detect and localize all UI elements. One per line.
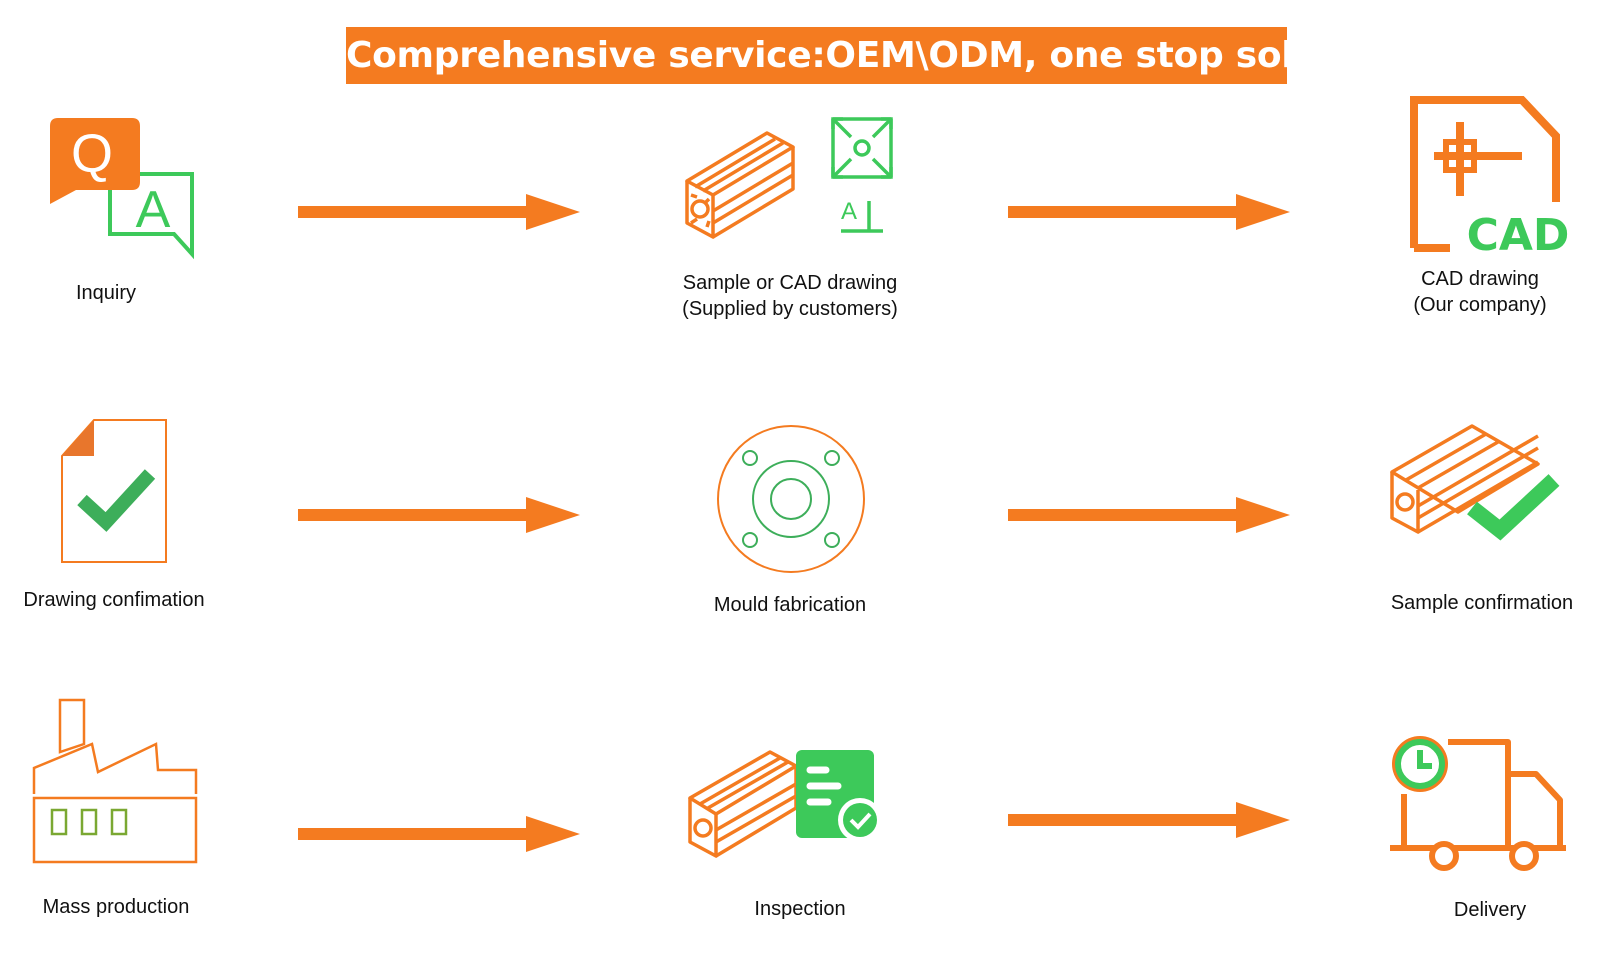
factory-icon [32,698,198,864]
label-delivery: Delivery [1453,899,1527,921]
svg-text:A: A [841,198,857,225]
arrow-right-icon [1008,194,1290,230]
measure-icon: A [831,117,893,233]
cad-document-icon: CAD [1410,96,1570,261]
label-sample: Sample or CAD drawing (Supplied by custo… [660,270,920,322]
svg-text:CAD: CAD [1467,210,1570,261]
label-inquiry: Inquiry [75,282,137,304]
aluminum-profile-icon [685,131,795,239]
label-inspection: Inspection [754,898,846,920]
arrow-right-icon [298,816,580,852]
label-cad-sub: (Our company) [1413,294,1547,316]
label-cad: CAD drawing (Our company) [1390,266,1570,318]
qa-chat-icon: Q A [50,118,194,260]
arrow-right-icon [1008,802,1290,838]
label-drawing-confirm: Drawing confimation [23,589,205,611]
label-sample-sub: (Supplied by customers) [682,298,898,320]
profile-check-icon [1390,424,1560,541]
label-mass: Mass production [42,896,190,918]
document-check-icon [61,419,167,563]
label-sample-confirm: Sample confirmation [1390,592,1574,614]
profile-report-icon [688,750,882,858]
label-sample-title: Sample or CAD drawing [682,272,898,294]
arrow-right-icon [1008,497,1290,533]
mould-die-icon [717,425,865,573]
label-mould: Mould fabrication [713,594,867,616]
arrow-right-icon [298,194,580,230]
svg-text:A: A [136,181,171,239]
label-cad-title: CAD drawing [1421,268,1539,290]
page-title: Comprehensive service:OEM\ODM, one stop … [346,27,1398,84]
svg-text:Q: Q [71,124,113,184]
arrow-right-icon [298,497,580,533]
delivery-truck-icon [1390,736,1566,871]
